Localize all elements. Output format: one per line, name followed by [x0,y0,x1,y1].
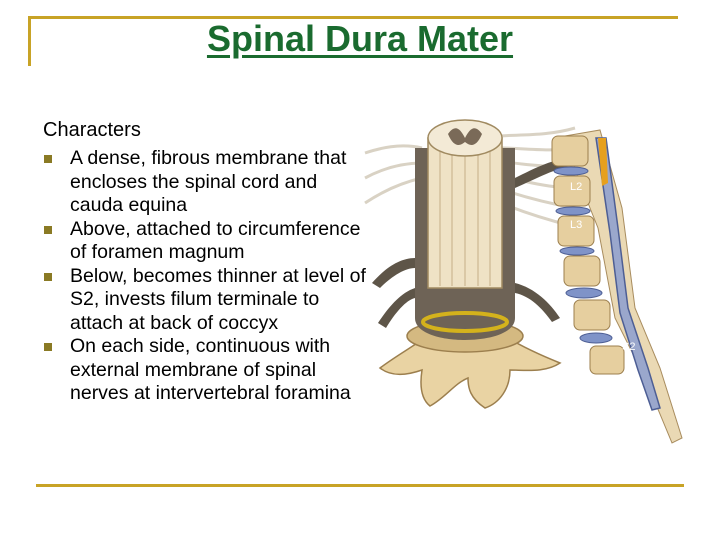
square-bullet-icon [44,225,52,234]
bullet-item: Below, becomes thinner at level of S2, i… [43,265,373,336]
frame-top-rule [28,16,678,19]
square-bullet-icon [44,272,52,281]
bullet-item: On each side, continuous with external m… [43,335,373,406]
bullet-item: Above, attached to circumference of fora… [43,218,373,265]
square-bullet-icon [44,155,52,163]
vertebra-label: L2 [570,181,582,193]
frame-bottom-rule [36,484,684,487]
bullet-list: A dense, fibrous membrane that encloses … [43,147,373,406]
vertebra-cross-section-drawing [364,119,576,409]
vertebra-label: L3 [570,219,582,231]
sagittal-lumbar-spine-drawing [551,129,683,444]
square-bullet-icon [44,343,52,351]
bullet-text: A dense, fibrous membrane that encloses … [70,147,347,216]
section-heading: Characters [43,119,141,141]
frame-left-rule [28,16,31,66]
slide-title: Spinal Dura Mater [206,18,514,59]
bullet-item: A dense, fibrous membrane that encloses … [43,147,373,218]
bullet-text: On each side, continuous with external m… [70,335,351,404]
spinal-anatomy-illustration: L2 L3 S2 [364,119,683,444]
bullet-text: Below, becomes thinner at level of S2, i… [70,264,366,334]
vertebra-label: S2 [622,341,635,353]
bullet-text: Above, attached to circumference of fora… [70,217,361,264]
